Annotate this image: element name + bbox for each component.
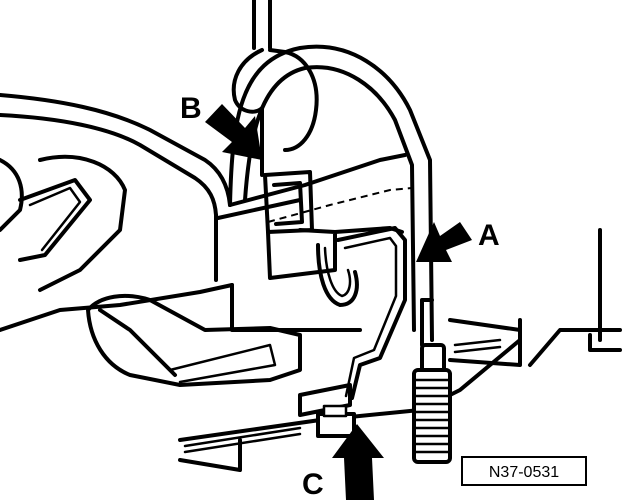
arrow-b xyxy=(205,104,262,160)
adjustment-bolt xyxy=(412,298,452,464)
housing-body xyxy=(0,93,234,332)
label-b: B xyxy=(180,92,202,125)
lower-cavity xyxy=(86,293,302,387)
top-rod xyxy=(252,0,272,50)
shifter-frame xyxy=(214,44,434,342)
arrow-c xyxy=(332,424,384,500)
shift-lever-top xyxy=(231,48,319,177)
arrow-a xyxy=(416,222,472,262)
figure-reference: N37-0531 xyxy=(489,464,559,481)
retaining-bracket xyxy=(216,153,413,280)
label-a: A xyxy=(478,219,500,252)
shift-cable xyxy=(316,226,407,400)
figure-reference-box: N37-0531 xyxy=(461,456,587,486)
label-c: C xyxy=(302,468,324,500)
cable-end-clip xyxy=(316,404,356,438)
right-console xyxy=(528,228,622,367)
